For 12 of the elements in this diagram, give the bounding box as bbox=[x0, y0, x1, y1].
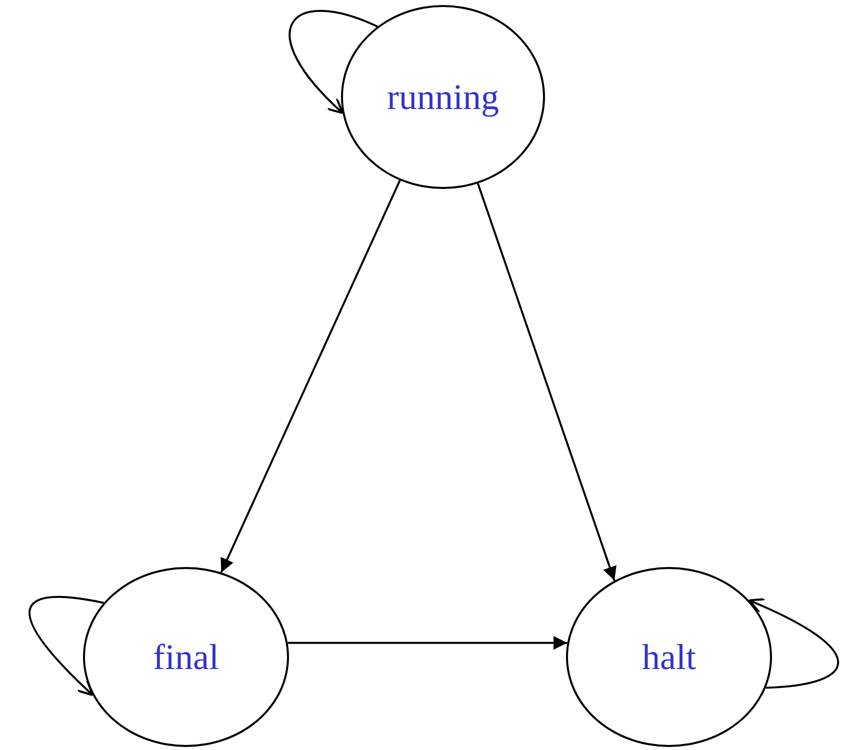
arrow bbox=[476, 183, 616, 581]
self-loop-arrow bbox=[748, 598, 839, 689]
state-ellipse bbox=[566, 567, 772, 747]
self-loop-arrow bbox=[288, 10, 378, 114]
state-label: final bbox=[153, 636, 219, 678]
state-label: running bbox=[387, 76, 499, 118]
state-ellipse bbox=[83, 567, 289, 747]
state-label: halt bbox=[642, 636, 696, 678]
arrow bbox=[288, 636, 568, 650]
state-ellipse bbox=[341, 5, 545, 189]
arrow bbox=[220, 180, 401, 573]
self-loop-arrow bbox=[28, 596, 104, 696]
